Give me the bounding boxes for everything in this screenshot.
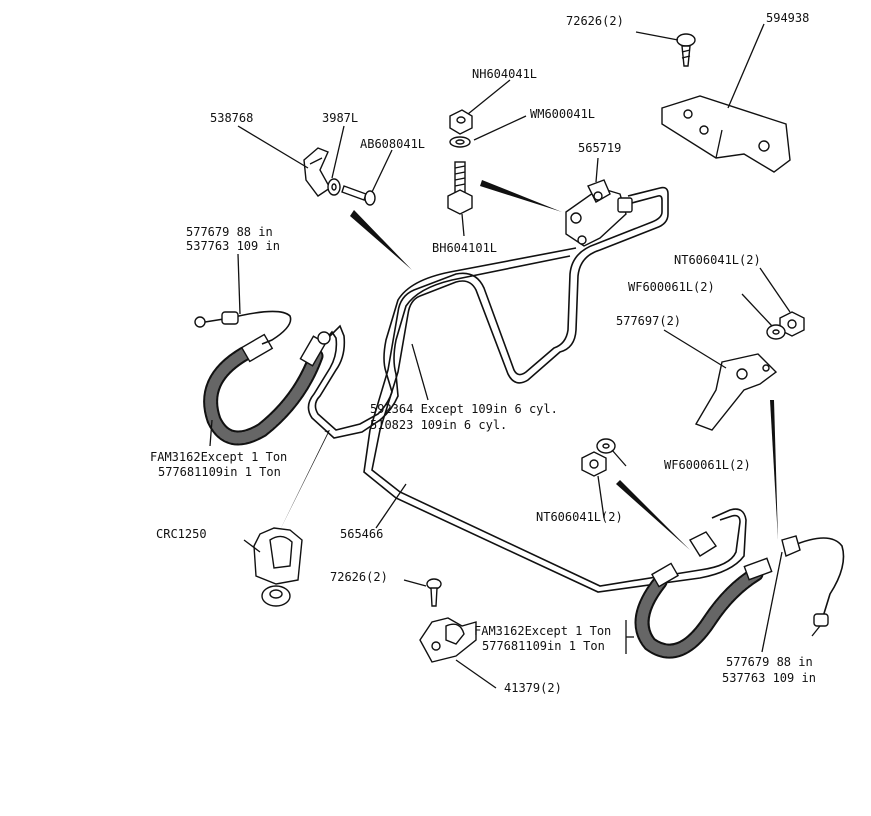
label-fam3162-left-b: 577681109in 1 Ton xyxy=(158,465,281,479)
label-577679-left-b: 537763 109 in xyxy=(186,239,280,253)
label-bh604101l: BH604101L xyxy=(432,241,497,255)
label-wf600061l-mid: WF600061L(2) xyxy=(664,458,751,472)
pipe-union-fitting xyxy=(688,531,718,557)
label-fam3162-left-a: FAM3162Except 1 Ton xyxy=(150,450,287,464)
nut-nt606041l-mid xyxy=(581,451,607,477)
wedge-pointer xyxy=(280,430,330,530)
label-wf600061l-right: WF600061L(2) xyxy=(628,280,715,294)
clip-538768 xyxy=(303,147,331,197)
bolt-bh604101l xyxy=(447,161,473,215)
brake-pipe-592364 xyxy=(363,186,747,593)
wedge-pointer xyxy=(770,400,778,540)
label-577697: 577697(2) xyxy=(616,314,681,328)
left-flexible-hose xyxy=(203,331,331,446)
label-72626-bottom: 72626(2) xyxy=(330,570,388,584)
label-577679-right-b: 537763 109 in xyxy=(722,671,816,685)
brake-pipe-565466 xyxy=(307,247,577,439)
wedge-pointer xyxy=(616,480,690,550)
label-577679-left-a: 577679 88 in xyxy=(186,225,273,239)
washer-wf600061l-right xyxy=(766,324,786,340)
label-594938: 594938 xyxy=(766,11,809,25)
bracket-577697 xyxy=(694,353,778,431)
nut-nh604041l xyxy=(449,109,473,135)
wedge-pointer xyxy=(480,180,562,212)
label-nh604041l: NH604041L xyxy=(472,67,537,81)
label-577679-right-a: 577679 88 in xyxy=(726,655,813,669)
label-592364-b: 510823 109in 6 cyl. xyxy=(370,418,507,432)
label-538768: 538768 xyxy=(210,111,253,125)
label-crc1250: CRC1250 xyxy=(156,527,207,541)
label-fam3162-right-a: FAM3162Except 1 Ton xyxy=(474,624,611,638)
label-ab608041l: AB608041L xyxy=(360,137,425,151)
pipe-577679-right xyxy=(781,535,845,637)
label-72626-top: 72626(2) xyxy=(566,14,624,28)
leader-lines xyxy=(209,23,791,689)
washer-wf600061l-mid xyxy=(596,438,616,454)
screw-72626-bottom xyxy=(426,578,442,607)
label-565466: 565466 xyxy=(340,527,383,541)
screw-72626-top xyxy=(676,33,696,67)
wedge-pointer xyxy=(350,210,412,270)
label-fam3162-right-b: 577681109in 1 Ton xyxy=(482,639,605,653)
label-nt606041l-right: NT606041L(2) xyxy=(674,253,761,267)
label-592364-a: 592364 Except 109in 6 cyl. xyxy=(370,402,558,416)
washer-3987l xyxy=(327,178,341,196)
label-wm600041l: WM600041L xyxy=(530,107,595,121)
washer-wm600041l xyxy=(449,136,471,148)
junction-block-565719 xyxy=(565,179,633,247)
clip-crc1250 xyxy=(253,527,303,607)
clip-41379 xyxy=(419,617,477,663)
wedge-pointer xyxy=(454,552,520,618)
label-41379: 41379(2) xyxy=(504,681,562,695)
label-3987l: 3987L xyxy=(322,111,358,125)
screw-ab608041l xyxy=(341,185,376,206)
label-565719: 565719 xyxy=(578,141,621,155)
label-nt606041l-mid: NT606041L(2) xyxy=(536,510,623,524)
pipe-577679-left xyxy=(194,310,292,345)
bracket-594938 xyxy=(661,95,791,173)
right-flexible-hose xyxy=(634,557,773,659)
